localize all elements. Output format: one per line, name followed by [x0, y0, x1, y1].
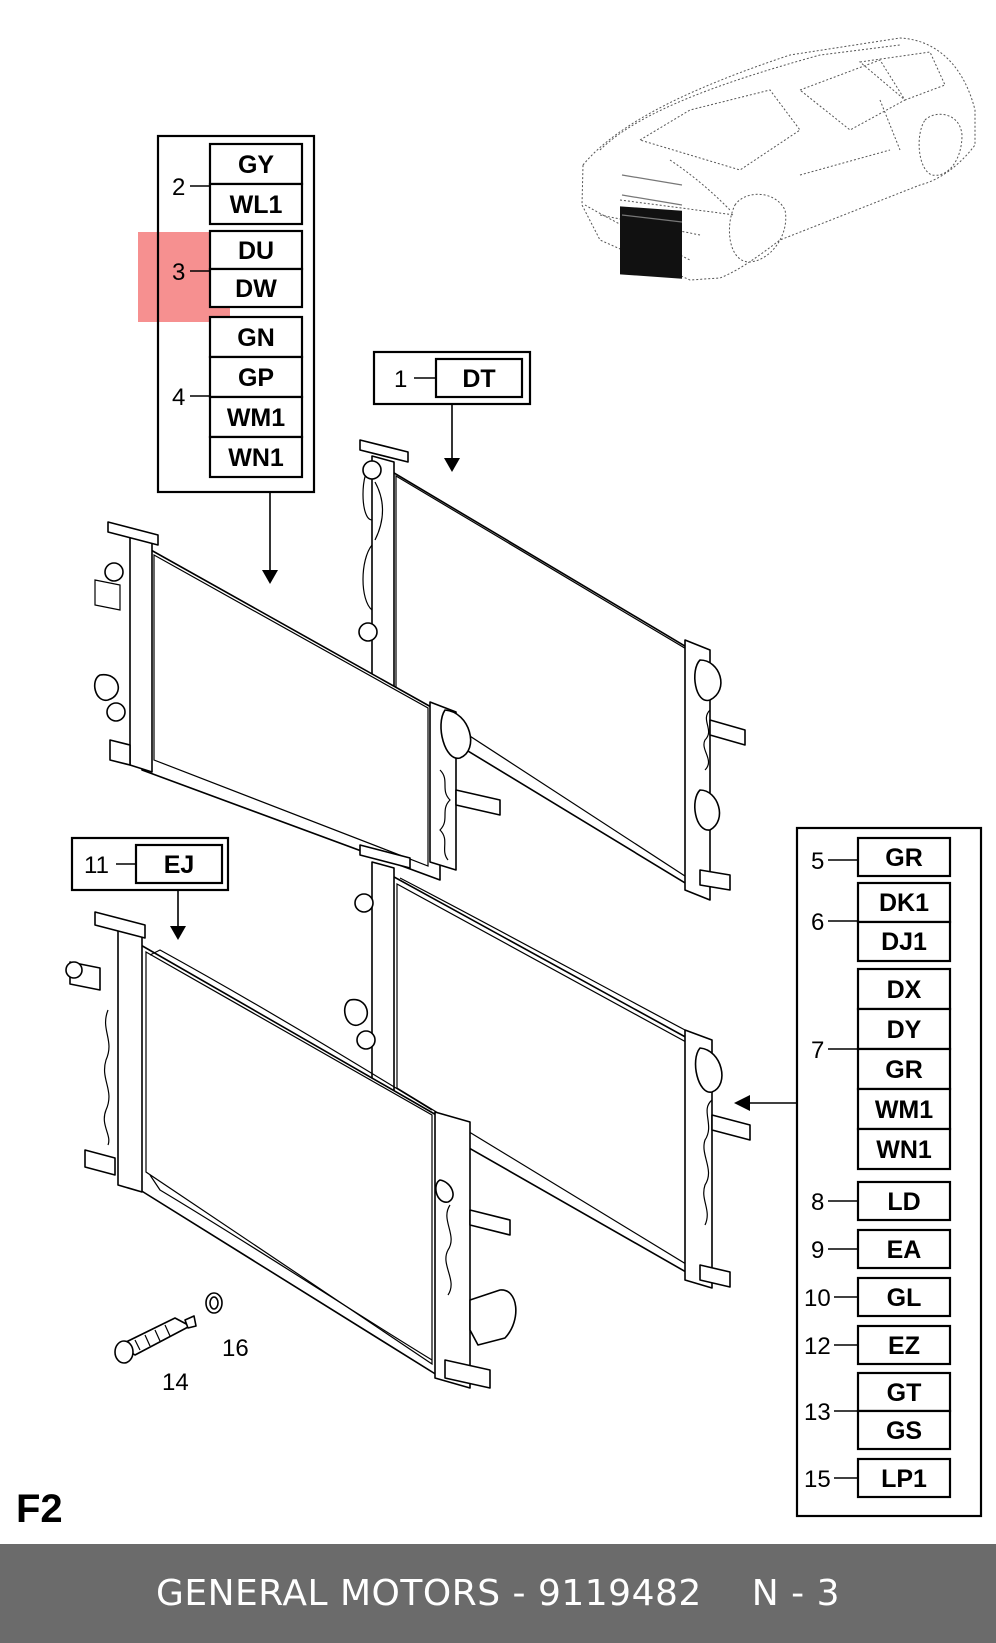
code-gs[interactable]: GS: [886, 1417, 922, 1445]
code-ld[interactable]: LD: [887, 1188, 920, 1216]
seal-ring-part-16: [205, 1292, 223, 1314]
callout-number-12: 12: [804, 1333, 831, 1360]
code-du[interactable]: DU: [238, 237, 274, 265]
code-wm1-7[interactable]: WM1: [875, 1096, 933, 1124]
code-gr-5[interactable]: GR: [885, 844, 923, 872]
code-dx[interactable]: DX: [887, 976, 922, 1004]
callout-number-11: 11: [84, 852, 109, 879]
callout-number-15: 15: [804, 1466, 831, 1493]
part-label-14: 14: [162, 1369, 189, 1396]
radiator-location-marker: [620, 206, 682, 279]
callout-number-5: 5: [811, 848, 824, 875]
code-lp1[interactable]: LP1: [881, 1465, 927, 1493]
footer-brand-part: GENERAL MOTORS - 9119482: [155, 1573, 702, 1614]
code-wl1[interactable]: WL1: [230, 191, 283, 219]
code-gn[interactable]: GN: [237, 324, 275, 352]
callout-number-4: 4: [172, 384, 185, 411]
code-dj1[interactable]: DJ1: [881, 928, 927, 956]
callout-number-2: 2: [172, 174, 185, 201]
callout-number-9: 9: [811, 1237, 824, 1264]
callout-panel-right: 5 GR 6 DK1 DJ1 7 DX DY GR WM1 WN1 8 LD 9…: [734, 826, 983, 1518]
code-wn1[interactable]: WN1: [228, 444, 284, 472]
callout-number-13: 13: [804, 1399, 831, 1426]
code-gl[interactable]: GL: [887, 1284, 922, 1312]
code-dt[interactable]: DT: [462, 365, 495, 393]
radiator-d: [65, 911, 517, 1389]
code-gp[interactable]: GP: [238, 364, 274, 392]
code-ez[interactable]: EZ: [888, 1332, 920, 1360]
callout-panel-1: 1 DT: [372, 350, 532, 472]
code-ea[interactable]: EA: [887, 1236, 922, 1264]
callout-panel-left: 2 GY WL1 3 DU DW 4 GN GP WM1 WN1: [156, 134, 316, 584]
footer-bar: GENERAL MOTORS - 9119482 N - 3: [0, 1544, 996, 1643]
code-wm1[interactable]: WM1: [227, 404, 285, 432]
callout-number-3: 3: [172, 259, 185, 286]
callout-panel-11: 11 EJ: [70, 836, 230, 940]
footer-page-ref: N - 3: [751, 1573, 840, 1614]
radiator-b: [93, 521, 501, 881]
callout-number-1: 1: [394, 366, 407, 393]
code-dw[interactable]: DW: [235, 275, 277, 303]
callout-number-10: 10: [804, 1285, 831, 1312]
callout-number-8: 8: [811, 1189, 824, 1216]
radiator-a: [358, 439, 746, 901]
callout-number-6: 6: [811, 909, 824, 936]
code-ej[interactable]: EJ: [164, 851, 195, 879]
page-label: F2: [16, 1487, 63, 1531]
parts-diagram: 14 16 2 GY WL1 3 DU DW 4 GN GP WM1 WN1: [16, 37, 983, 1531]
code-gt[interactable]: GT: [887, 1379, 922, 1407]
radiator-c: [343, 844, 751, 1289]
code-wn1-7[interactable]: WN1: [876, 1136, 932, 1164]
drain-plug-part-14: [114, 1315, 197, 1364]
code-gr-7[interactable]: GR: [885, 1056, 923, 1084]
code-gy[interactable]: GY: [238, 151, 274, 179]
code-dy[interactable]: DY: [887, 1016, 922, 1044]
vehicle-overview-illustration: [581, 37, 976, 281]
part-label-16: 16: [222, 1335, 249, 1362]
code-dk1[interactable]: DK1: [879, 889, 929, 917]
callout-number-7: 7: [811, 1037, 824, 1064]
